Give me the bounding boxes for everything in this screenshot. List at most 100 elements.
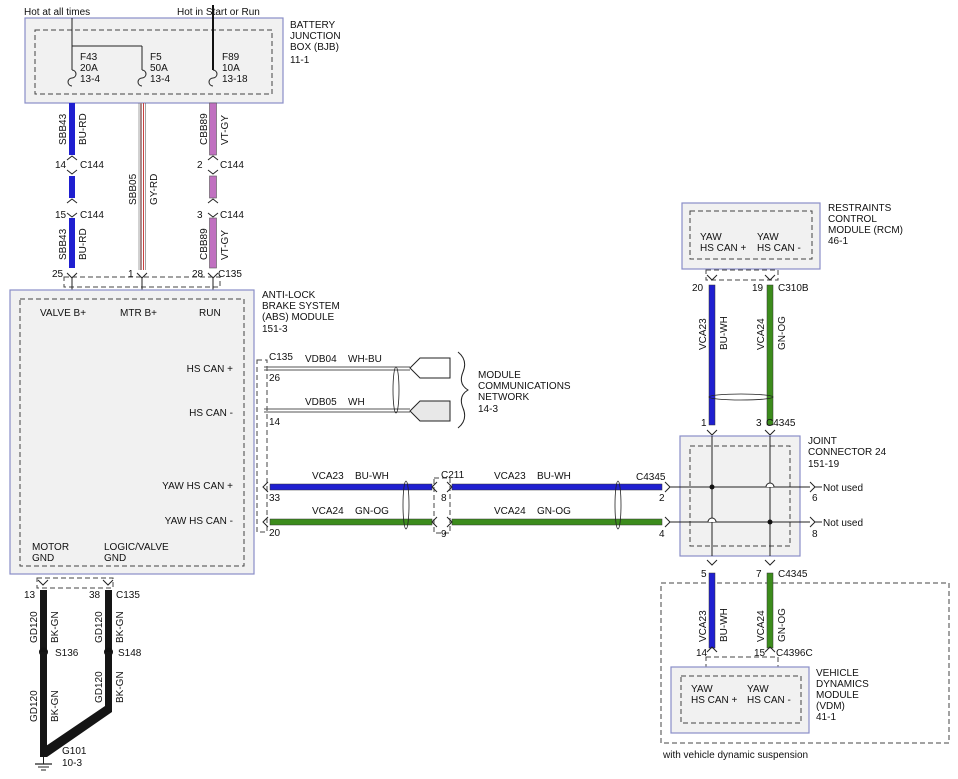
vca24-label-vdm: VCA24 (756, 610, 767, 642)
vca23-label-right: VCA23 (494, 471, 526, 482)
svg-text:F89: F89 (222, 52, 240, 63)
sbb43-circuit-upper: SBB43 (58, 113, 69, 145)
s136-label: S136 (55, 648, 79, 659)
sbb05-circuit: SBB05 (128, 173, 139, 205)
fuse-f5-icon (137, 69, 147, 87)
svg-text:151-19: 151-19 (808, 459, 840, 470)
svg-text:MODULE: MODULE (816, 690, 859, 701)
splice-dot-icon-a (709, 484, 715, 490)
pin-2-c4345: 2 (659, 493, 665, 504)
svg-text:BATTERY: BATTERY (290, 20, 336, 31)
gd120-color-rl: BK-GN (115, 671, 126, 703)
svg-text:DYNAMICS: DYNAMICS (816, 679, 869, 690)
vca23-label-left: VCA23 (312, 471, 344, 482)
joint-connector-inner (689, 445, 791, 547)
vdb04-color: WH-BU (348, 354, 382, 365)
wire-cbb89-upper (209, 102, 217, 156)
svg-text:MODULE (RCM): MODULE (RCM) (828, 225, 903, 236)
abs-pin-yaw-plus: YAW HS CAN + (162, 481, 233, 492)
c144-label-b: C144 (80, 210, 104, 221)
pin-33: 33 (269, 493, 281, 504)
vca24-label-right: VCA24 (494, 506, 526, 517)
c211-label: C211 (441, 470, 465, 481)
vca24-label-left: VCA24 (312, 506, 344, 517)
svg-text:HS CAN +: HS CAN + (700, 243, 747, 254)
vds-option-box (660, 582, 950, 744)
twisted-pair-icon-rcm (708, 393, 774, 401)
vdm-pin-yaw-minus: YAW HS CAN - (747, 684, 791, 706)
pin-8-c4345: 8 (812, 529, 818, 540)
svg-text:HS CAN +: HS CAN + (691, 695, 738, 706)
not-used-label-8: Not used (823, 518, 863, 529)
svg-text:46-1: 46-1 (828, 236, 848, 247)
pin-9-c211: 9 (441, 529, 447, 540)
rcm-pin-yaw-minus: YAW HS CAN - (757, 232, 801, 254)
vdm-title: VEHICLE DYNAMICS MODULE (VDM) 41-1 (816, 668, 869, 723)
twisted-pair-icon-mcn (392, 366, 400, 414)
svg-text:LOGIC/VALVE: LOGIC/VALVE (104, 542, 169, 553)
gd120-label-ll: GD120 (29, 690, 40, 722)
fuse-f43-label: F43 20A 13-4 (80, 52, 100, 85)
vca24-color-vdm: GN-OG (777, 608, 788, 642)
pin-6-c4345: 6 (812, 493, 818, 504)
pin-5-c4345: 5 (701, 569, 707, 580)
svg-text:(VDM): (VDM) (816, 701, 845, 712)
wire-gd120-right-upper (105, 590, 112, 652)
c144-chevron-right-a (207, 155, 219, 175)
vca23-color-rcm: BU-WH (719, 316, 730, 350)
gd120-color-ru: BK-GN (115, 611, 126, 643)
c135-label-mcn: C135 (269, 352, 293, 363)
mcn-connector-minus-icon (409, 400, 451, 422)
c310b-label: C310B (778, 283, 809, 294)
vca23-label-vdm: VCA23 (698, 610, 709, 642)
c144-chevron-right-b (207, 198, 219, 218)
c144-label-d: C144 (220, 210, 244, 221)
gd120-label-rl: GD120 (94, 671, 105, 703)
splice-dot-icon-b (767, 519, 773, 525)
gd120-label-lu: GD120 (29, 611, 40, 643)
s148-label: S148 (118, 648, 142, 659)
abs-pin-yaw-minus: YAW HS CAN - (165, 516, 233, 527)
pin-26: 26 (269, 373, 281, 384)
gd120-color-lu: BK-GN (50, 611, 61, 643)
hot-at-all-times-label: Hot at all times (24, 7, 90, 18)
vca24-color-rcm: GN-OG (777, 316, 788, 350)
svg-text:(ABS) MODULE: (ABS) MODULE (262, 312, 335, 323)
vds-option-label: with vehicle dynamic suspension (662, 750, 808, 761)
c211-connector-box (433, 477, 451, 534)
pin-20-abs: 20 (269, 528, 281, 539)
c4396c-label: C4396C (776, 648, 813, 659)
wire-gd120-left-upper (40, 590, 47, 652)
svg-text:RESTRAINTS: RESTRAINTS (828, 203, 892, 214)
pin-4-c4345: 4 (659, 529, 665, 540)
svg-text:10A: 10A (222, 63, 240, 74)
wire-crossover-icon-b (707, 517, 717, 523)
rcm-box (681, 202, 821, 270)
svg-text:YAW: YAW (700, 232, 722, 243)
vca24-color-left: GN-OG (355, 506, 389, 517)
vca23-color-left: BU-WH (355, 471, 389, 482)
abs-pin-valve: VALVE B+ (40, 308, 86, 319)
hot-start-run-label: Hot in Start or Run (177, 7, 260, 18)
bjb-inner-box (34, 29, 273, 95)
pin-7-c4345: 7 (756, 569, 762, 580)
cbb89-color-upper: VT-GY (220, 115, 231, 145)
rcm-pin-yaw-plus: YAW HS CAN + (700, 232, 747, 254)
sbb43-color-upper: BU-RD (78, 113, 89, 145)
svg-text:41-1: 41-1 (816, 712, 836, 723)
svg-text:NETWORK: NETWORK (478, 392, 529, 403)
not-used-label-6: Not used (823, 483, 863, 494)
vdm-pin-yaw-plus: YAW HS CAN + (691, 684, 738, 706)
joint-connector-title: JOINT CONNECTOR 24 151-19 (808, 436, 887, 470)
svg-text:HS CAN -: HS CAN - (757, 243, 801, 254)
svg-text:F5: F5 (150, 52, 162, 63)
c144-label-a: C144 (80, 160, 104, 171)
fuse-f43-icon (67, 69, 77, 87)
vdb04-label: VDB04 (305, 354, 337, 365)
sbb43-circuit-lower: SBB43 (58, 228, 69, 260)
fuse-f5-label: F5 50A 13-4 (150, 52, 170, 85)
svg-text:YAW: YAW (691, 684, 713, 695)
svg-text:YAW: YAW (747, 684, 769, 695)
vdb05-color: WH (348, 397, 365, 408)
pin-2-c144: 2 (197, 160, 203, 171)
